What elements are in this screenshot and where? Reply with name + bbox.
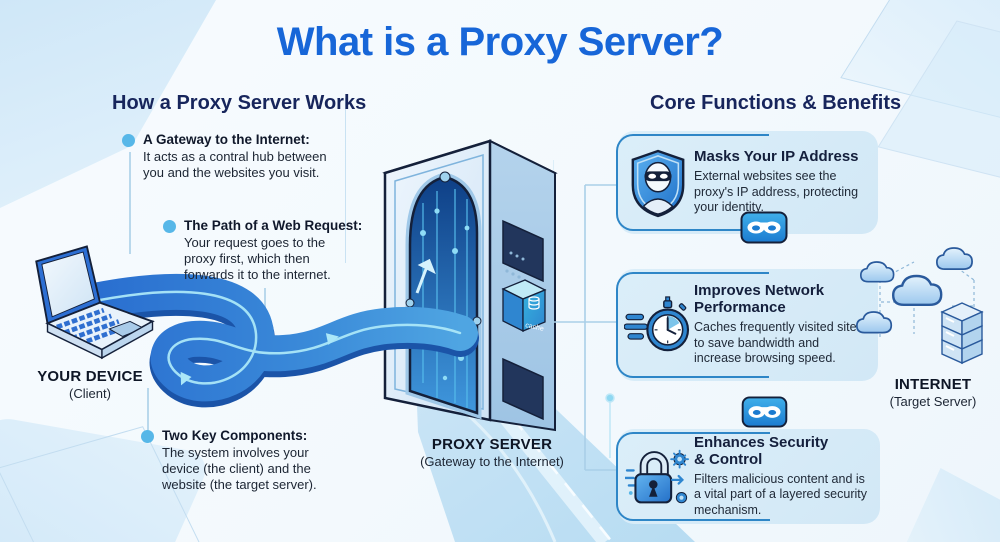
bullet-title: The Path of a Web Request:: [184, 218, 363, 233]
cache-label: cache: [525, 322, 545, 333]
internet-label-sub: (Target Server): [889, 394, 977, 409]
speed-stopwatch-icon: [622, 295, 694, 355]
bullet-connector-3: [147, 388, 149, 430]
card-title: Enhances Security & Control: [694, 433, 829, 468]
internet-cloud-illustration: [856, 247, 984, 365]
decor-line: [345, 98, 346, 263]
bullet-body: It acts as a contral hub between you and…: [143, 149, 327, 181]
bullet-body: The system involves your device (the cli…: [162, 445, 317, 492]
bullet-gateway: A Gateway to the Internet: It acts as a …: [122, 132, 334, 181]
bullet-dot-icon: [122, 134, 135, 147]
card-connector-lines: [552, 184, 622, 471]
bullet-path: The Path of a Web Request: Your request …: [163, 218, 368, 283]
bullet-components: Two Key Components: The system involves …: [141, 428, 353, 493]
proxy-label-title: PROXY SERVER: [431, 436, 553, 453]
mask-badge-icon: [741, 396, 788, 433]
internet-label-title: INTERNET: [894, 376, 972, 393]
card-body: Filters malicious content and is a vital…: [694, 471, 867, 517]
proxy-label-sub: (Gateway to the Internet): [420, 454, 564, 469]
corner-decoration-bottom-right: [895, 468, 1000, 542]
card-title: Masks Your IP Address: [694, 148, 859, 166]
benefit-card-performance: Improves Network Performance Caches freq…: [616, 269, 878, 381]
laptop-illustration: [35, 245, 155, 360]
bullet-dot-icon: [141, 430, 154, 443]
right-section-heading: Core Functions & Benefits: [650, 92, 902, 114]
security-lock-icon: [622, 446, 694, 508]
card-body: External websites see the proxy's IP add…: [694, 169, 859, 215]
bullet-connector-1: [129, 152, 131, 254]
device-label-sub: (Client): [69, 386, 111, 401]
bullet-dot-icon: [163, 220, 176, 233]
card-title: Improves Network Performance: [694, 282, 825, 317]
page-title: What is a Proxy Server?: [276, 20, 724, 64]
benefit-card-masks-ip: Masks Your IP Address External websites …: [616, 131, 878, 234]
request-path-illustration: [81, 273, 479, 408]
bullet-body: Your request goes to the proxy first, wh…: [184, 235, 331, 282]
device-label: YOUR DEVICE (Client): [0, 368, 180, 401]
left-section-heading: How a Proxy Server Works: [112, 92, 367, 114]
proxy-label: PROXY SERVER (Gateway to the Internet): [392, 436, 592, 469]
bullet-title: A Gateway to the Internet:: [143, 132, 310, 147]
card-body: Caches frequently visited sites to save …: [694, 320, 863, 366]
benefit-card-security: Enhances Security & Control Filters mali…: [616, 429, 880, 524]
device-label-title: YOUR DEVICE: [37, 368, 143, 385]
mask-badge-icon: [740, 211, 788, 249]
bullet-title: Two Key Components:: [162, 428, 308, 443]
internet-label: INTERNET (Target Server): [863, 376, 1000, 409]
shield-mask-icon: [622, 148, 694, 218]
